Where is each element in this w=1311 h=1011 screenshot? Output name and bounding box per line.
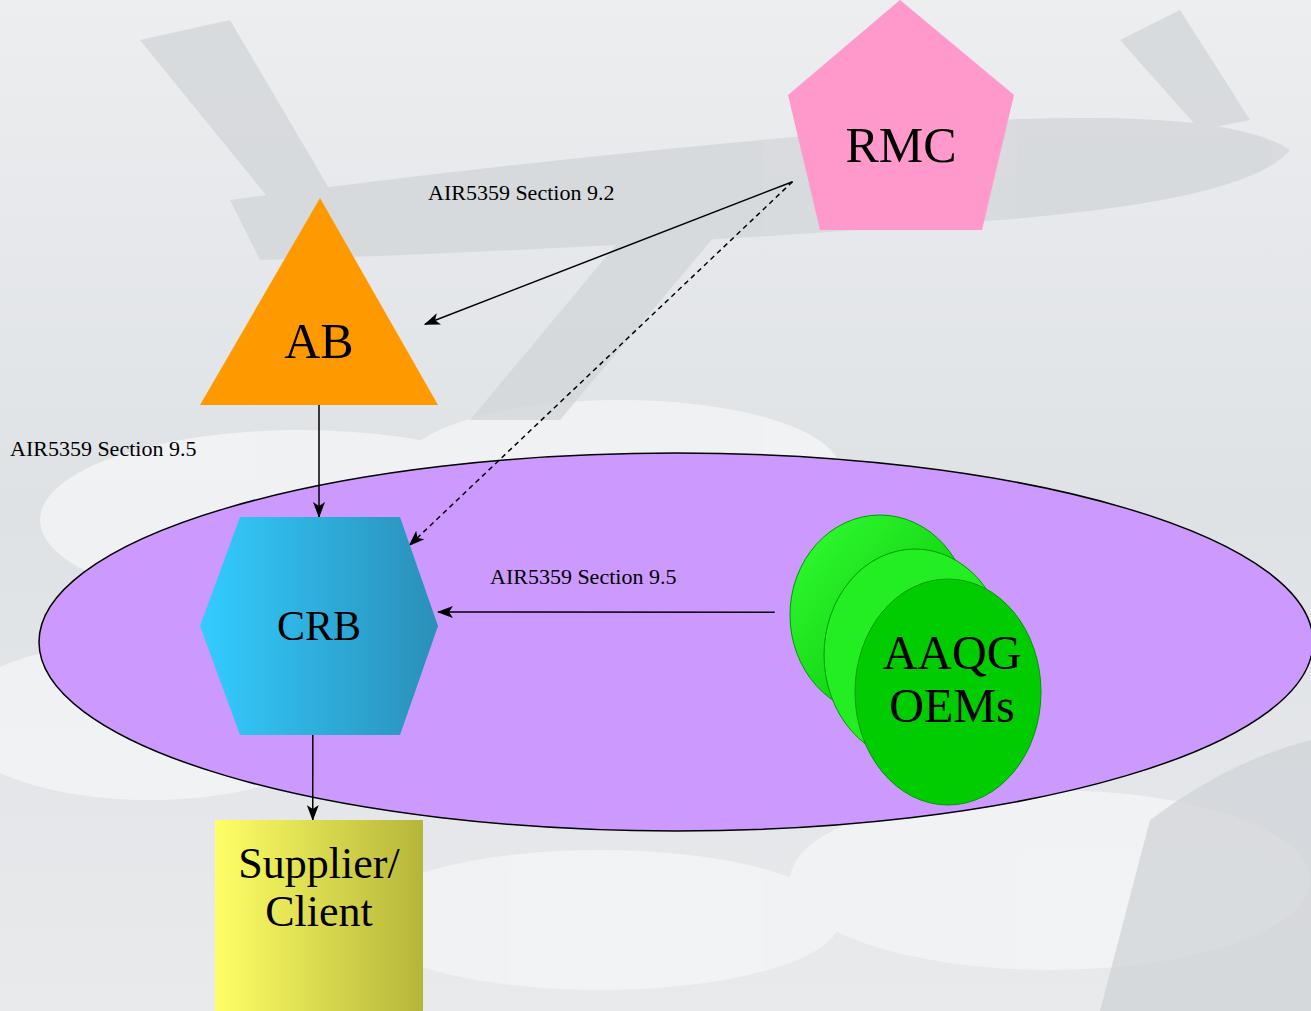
dashed-connector: [409, 182, 792, 546]
edge-label: AIR5359 Section 9.5: [10, 436, 196, 462]
rmc-pentagon-outline: [788, 0, 1014, 230]
crb-hexagon: CRB: [200, 517, 438, 735]
node-label: Supplier/ Client: [219, 828, 419, 948]
edge-label: AIR5359 Section 9.2: [428, 180, 614, 206]
oem-circles: AAQG OEMs: [790, 515, 1045, 807]
node-label: AB: [240, 306, 398, 376]
node-label: CRB: [230, 587, 408, 665]
ab-triangle: AB: [200, 198, 438, 405]
supplier-box: Supplier/ Client: [215, 820, 423, 1011]
edge-label: AIR5359 Section 9.5: [490, 564, 676, 590]
node-label: RMC: [798, 108, 1004, 182]
node-label: AAQG OEMs: [852, 615, 1052, 745]
arrow-connector: [318, 405, 320, 517]
arrow-connector: [438, 611, 775, 613]
arrow-connector: [312, 735, 314, 820]
rmc-pentagon: RMC: [788, 0, 1014, 230]
ab-triangle-outline: [200, 198, 438, 405]
